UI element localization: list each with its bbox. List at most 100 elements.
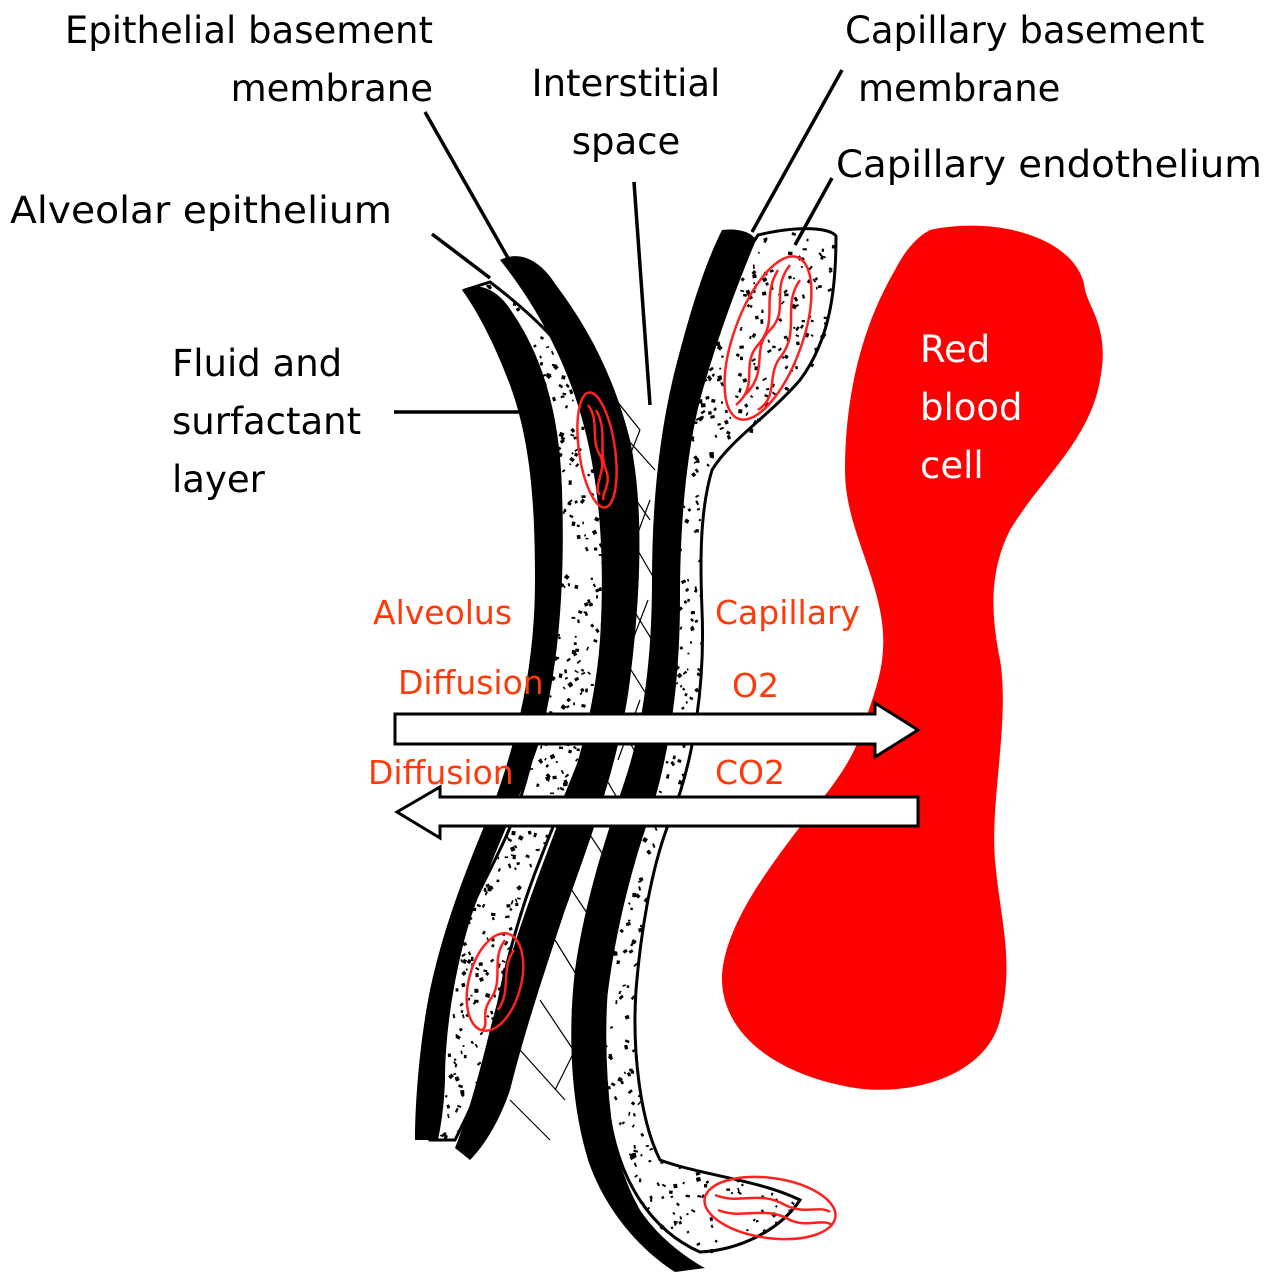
stipple-dot — [824, 317, 829, 320]
stipple-dot — [474, 1000, 479, 1003]
stipple-dot — [479, 962, 483, 966]
label-capillary-basement-line1: Capillary basement — [845, 9, 1204, 52]
stipple-dot — [822, 249, 824, 252]
label-fluid-line1: Fluid and — [172, 342, 342, 385]
stipple-dot — [726, 1188, 730, 1191]
stipple-dot — [596, 595, 598, 598]
stipple-dot — [755, 316, 759, 320]
stipple-dot — [740, 357, 743, 361]
stipple-dot — [687, 599, 690, 602]
stipple-dot — [802, 320, 805, 322]
stipple-dot — [682, 773, 686, 776]
stipple-dot — [650, 1198, 652, 1202]
label-rbc-line2: blood — [920, 386, 1023, 429]
stipple-dot — [695, 586, 697, 590]
stipple-dot — [679, 1167, 681, 1169]
stipple-dot — [491, 913, 496, 916]
stipple-dot — [710, 1249, 713, 1253]
label-capillary-endothelium: Capillary endothelium — [836, 143, 1262, 186]
stipple-dot — [460, 1090, 464, 1094]
stipple-dot — [673, 1184, 677, 1189]
stipple-dot — [616, 960, 620, 964]
stipple-dot — [803, 248, 807, 250]
stipple-dot — [591, 578, 593, 580]
stipple-dot — [690, 641, 692, 644]
stipple-dot — [660, 1162, 663, 1164]
stipple-dot — [559, 746, 563, 749]
stipple-dot — [475, 973, 478, 977]
stipple-dot — [703, 503, 705, 505]
stipple-dot — [585, 538, 588, 540]
stipple-dot — [488, 994, 490, 998]
stipple-dot — [585, 688, 588, 692]
stipple-dot — [730, 417, 732, 419]
stipple-dot — [511, 831, 515, 836]
stipple-dot — [599, 554, 602, 556]
stipple-dot — [818, 285, 822, 288]
label-capillary: Capillary — [715, 593, 860, 632]
stipple-dot — [628, 920, 631, 922]
stipple-dot — [506, 904, 510, 908]
stipple-dot — [669, 1190, 673, 1194]
stipple-dot — [486, 285, 490, 287]
stipple-dot — [749, 336, 751, 339]
label-rbc-line3: cell — [920, 444, 984, 487]
stipple-dot — [575, 648, 579, 652]
stipple-dot — [738, 409, 742, 413]
stipple-dot — [806, 239, 808, 242]
stipple-dot — [571, 617, 575, 619]
leader-capillary-basement — [752, 70, 842, 232]
stipple-dot — [696, 529, 699, 532]
stipple-dot — [674, 1221, 676, 1225]
stipple-dot — [711, 399, 715, 403]
stipple-dot — [448, 1053, 452, 1057]
stipple-dot — [515, 903, 518, 907]
stipple-dot — [571, 521, 575, 526]
stipple-dot — [540, 362, 543, 366]
label-epithelial-basement-line1: Epithelial basement — [65, 9, 433, 52]
stipple-dot — [739, 345, 744, 348]
stipple-dot — [464, 1055, 467, 1058]
label-rbc-line1: Red — [920, 328, 990, 371]
label-diffusion-co2: Diffusion — [368, 753, 514, 792]
stipple-dot — [717, 379, 721, 382]
stipple-dot — [775, 1222, 779, 1225]
stipple-dot — [719, 368, 721, 370]
label-interstitial-line1: Interstitial — [532, 62, 721, 105]
stipple-dot — [581, 495, 585, 498]
stipple-dot — [470, 995, 472, 997]
stipple-dot — [581, 426, 584, 430]
stipple-dot — [691, 611, 695, 615]
stipple-dot — [574, 642, 577, 645]
stipple-dot — [648, 1160, 651, 1162]
stipple-dot — [505, 856, 509, 858]
stipple-dot — [577, 535, 581, 539]
stipple-dot — [591, 684, 594, 686]
label-fluid-line3: layer — [172, 458, 266, 501]
stipple-dot — [627, 985, 630, 988]
label-capillary-basement-line2: membrane — [858, 67, 1060, 110]
stipple-dot — [468, 998, 470, 1001]
stipple-dot — [762, 291, 767, 295]
stipple-dot — [788, 1209, 792, 1213]
stipple-dot — [752, 274, 757, 278]
stipple-dot — [731, 1192, 733, 1194]
stipple-dot — [760, 319, 763, 324]
stipple-dot — [788, 252, 793, 256]
stipple-dot — [639, 1179, 642, 1183]
stipple-dot — [749, 428, 753, 433]
label-fluid-line2: surfactant — [172, 400, 361, 443]
stipple-dot — [569, 480, 572, 485]
stipple-dot — [474, 989, 478, 993]
stipple-dot — [561, 375, 566, 380]
stipple-dot — [550, 792, 554, 794]
stipple-dot — [824, 322, 827, 325]
stipple-dot — [646, 1145, 649, 1147]
label-diffusion-o2: Diffusion — [398, 663, 544, 702]
stipple-dot — [832, 245, 836, 249]
stipple-dot — [513, 303, 517, 306]
stipple-dot — [784, 293, 788, 296]
stipple-dot — [708, 411, 712, 415]
stipple-dot — [496, 879, 499, 882]
